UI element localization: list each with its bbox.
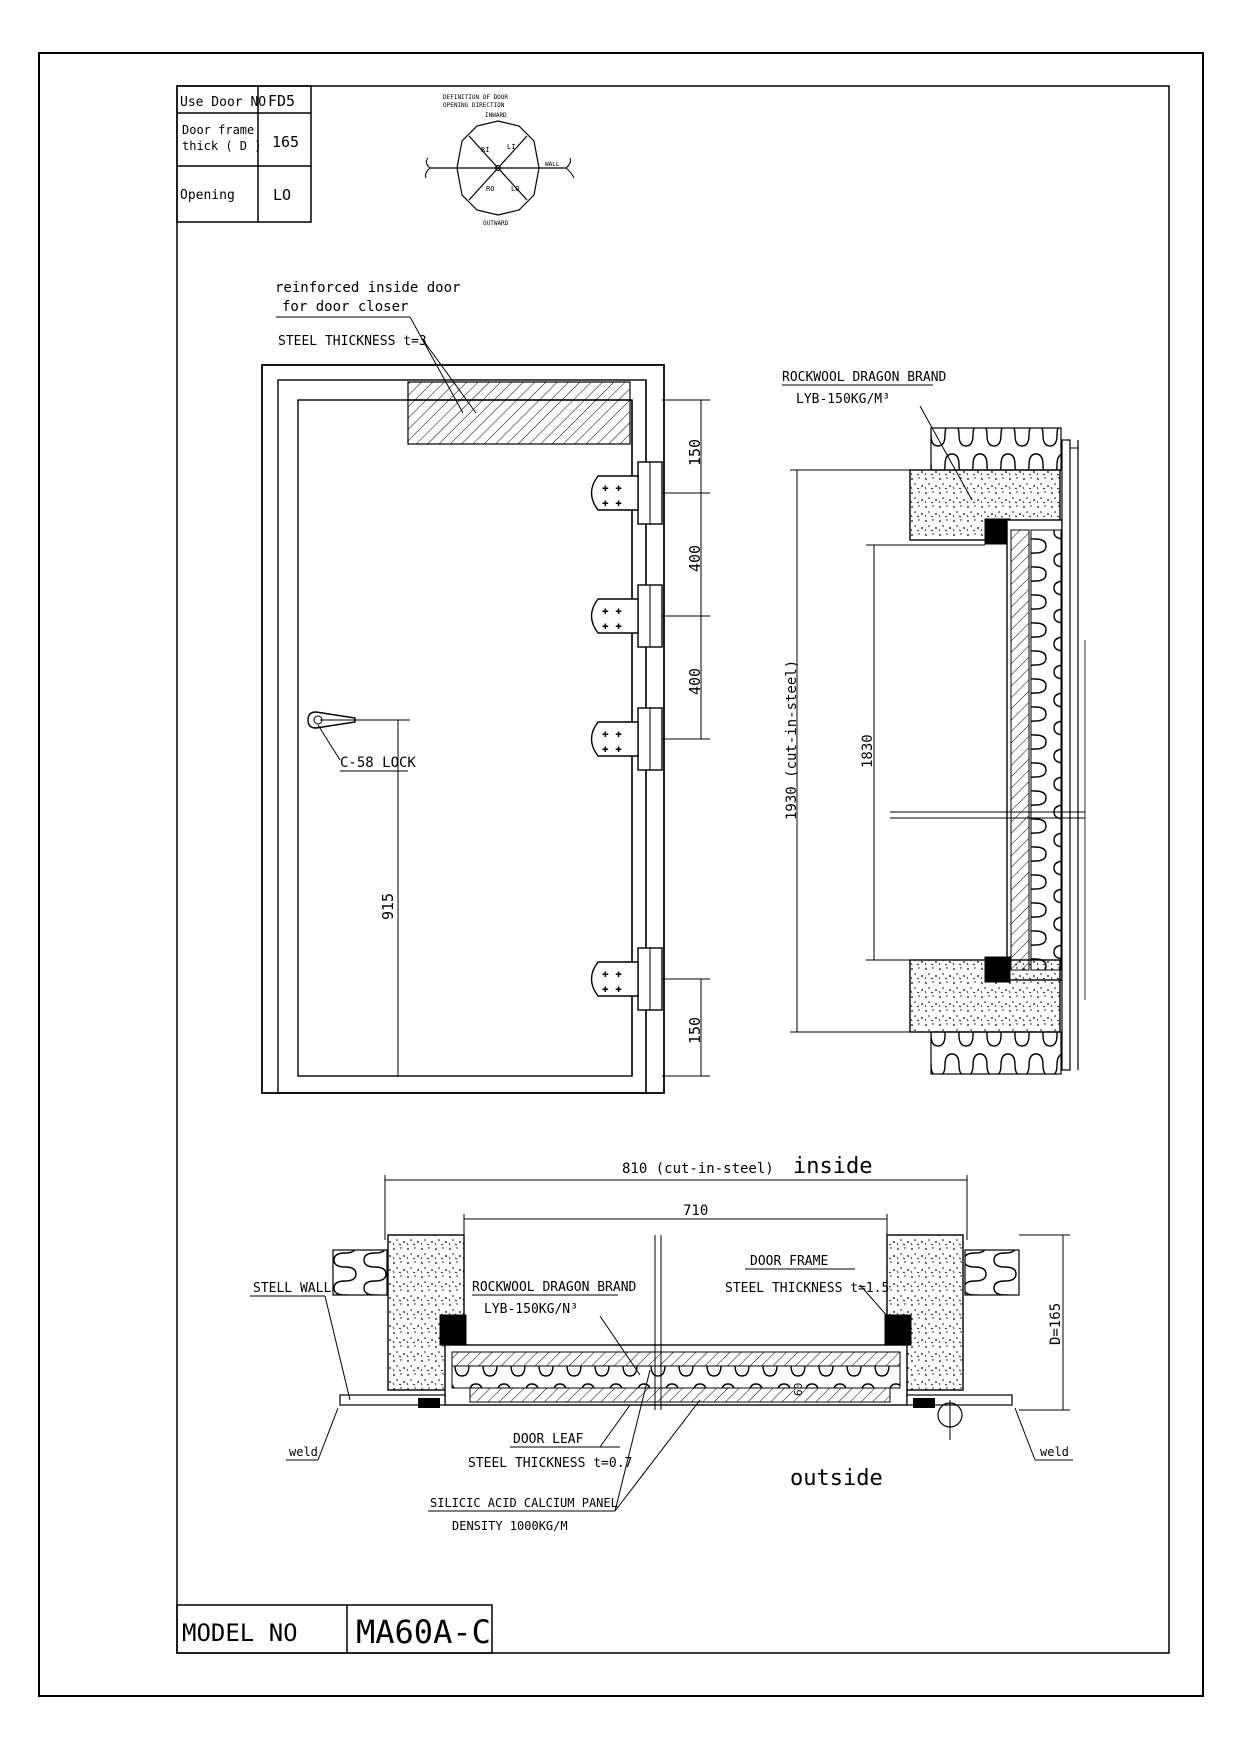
dim-60: 60	[792, 1383, 805, 1396]
li-label: LI	[507, 143, 515, 151]
plan-section: 810 (cut-in-steel) inside 710 DOO	[250, 1154, 1073, 1533]
plan-rockwool-2: LYB-150KG/N³	[484, 1302, 578, 1317]
leaf-steel-thickness: STEEL THICKNESS t=0.7	[468, 1456, 632, 1471]
dim-400-a: 400	[686, 545, 704, 572]
door-frame-label: DOOR FRAME	[750, 1254, 828, 1269]
silicic-label-1: SILICIC ACID CALCIUM PANEL	[430, 1496, 618, 1510]
opening-value: LO	[273, 186, 291, 204]
silicic-label-2: DENSITY 1000KG/M	[452, 1519, 568, 1533]
inside-label: inside	[793, 1154, 872, 1179]
wall-label: WALL	[545, 161, 560, 168]
dim-d-165: D=165	[1048, 1303, 1064, 1345]
model-no-label: MODEL NO	[182, 1619, 298, 1647]
model-no-value: MA60A-C	[356, 1613, 491, 1651]
drawing-frame	[176, 85, 1170, 1654]
dim-915: 915	[379, 893, 397, 920]
svg-text:✚ ✚: ✚ ✚	[602, 967, 622, 980]
ri-label: RI	[481, 146, 489, 154]
frame-thick-label-1: Door frame	[182, 123, 254, 137]
direction-title-1: DEFINITION OF DOOR	[443, 94, 508, 101]
lo-label: LO	[511, 185, 519, 193]
svg-text:✚ ✚: ✚ ✚	[602, 481, 622, 494]
dim-1930: 1930 (cut-in-steel)	[784, 660, 800, 820]
door-elevation: ✚ ✚ ✚ ✚ ✚ ✚ ✚ ✚ ✚ ✚ ✚ ✚ ✚ ✚ ✚ ✚	[261, 280, 710, 1094]
door-leaf-label: DOOR LEAF	[513, 1432, 584, 1447]
svg-text:✚ ✚: ✚ ✚	[602, 727, 622, 740]
side-rockwool-1: ROCKWOOL DRAGON BRAND	[782, 370, 947, 385]
hinge-3: ✚ ✚ ✚ ✚	[590, 707, 663, 771]
outward-label: OUTWARD	[483, 220, 509, 227]
ro-label: RO	[486, 185, 494, 193]
svg-text:✚ ✚: ✚ ✚	[602, 982, 622, 995]
side-rockwool-2: LYB-150KG/M³	[796, 392, 890, 407]
lock-handle	[307, 711, 356, 761]
reinforced-note-2: for door closer	[282, 299, 408, 315]
hinge-4: ✚ ✚ ✚ ✚	[590, 947, 663, 1011]
weld-right-label: weld	[1040, 1445, 1069, 1459]
plan-rockwool-1: ROCKWOOL DRAGON BRAND	[472, 1280, 637, 1295]
hinge-2: ✚ ✚ ✚ ✚	[590, 584, 663, 648]
title-block: MODEL NO MA60A-C	[176, 1604, 493, 1654]
opening-direction-diagram: DEFINITION OF DOOR OPENING DIRECTION INW…	[425, 94, 575, 227]
steel-thickness-t3: STEEL THICKNESS t=3	[278, 334, 427, 349]
svg-text:✚ ✚: ✚ ✚	[602, 742, 622, 755]
reinforcement-plate	[407, 381, 631, 401]
use-door-label: Use Door NO	[180, 95, 266, 110]
sheet-border	[38, 52, 1204, 1697]
dim-400-b: 400	[686, 668, 704, 695]
outside-label: outside	[790, 1466, 883, 1491]
dim-1830: 1830	[860, 734, 876, 768]
direction-title-2: OPENING DIRECTION	[443, 102, 505, 109]
stell-wall-label: STELL WALL	[253, 1281, 331, 1296]
dim-710: 710	[683, 1203, 708, 1219]
lock-label: C-58 LOCK	[340, 755, 416, 771]
dim-810: 810 (cut-in-steel)	[622, 1161, 774, 1177]
svg-text:✚ ✚: ✚ ✚	[602, 496, 622, 509]
info-table: Use Door NO FD5 Door frame thick ( D ) 1…	[176, 85, 312, 223]
hinge-1: ✚ ✚ ✚ ✚	[590, 461, 663, 525]
frame-steel-thickness: STEEL THICKNESS t=1.5	[725, 1281, 889, 1296]
weld-left-label: weld	[289, 1445, 318, 1459]
svg-text:✚ ✚: ✚ ✚	[602, 619, 622, 632]
dim-150-bottom: 150	[686, 1017, 704, 1044]
svg-text:✚ ✚: ✚ ✚	[602, 604, 622, 617]
frame-thick-value: 165	[272, 133, 299, 151]
frame-thick-label-2: thick ( D )	[182, 139, 261, 153]
inward-label: INWARD	[485, 112, 507, 119]
use-door-value: FD5	[268, 92, 295, 110]
dim-150-top: 150	[686, 439, 704, 466]
reinforced-note-1: reinforced inside door	[275, 280, 460, 296]
opening-label: Opening	[180, 188, 235, 203]
side-section: ROCKWOOL DRAGON BRAND LYB-150KG/M³ 1930 …	[782, 370, 1086, 1075]
